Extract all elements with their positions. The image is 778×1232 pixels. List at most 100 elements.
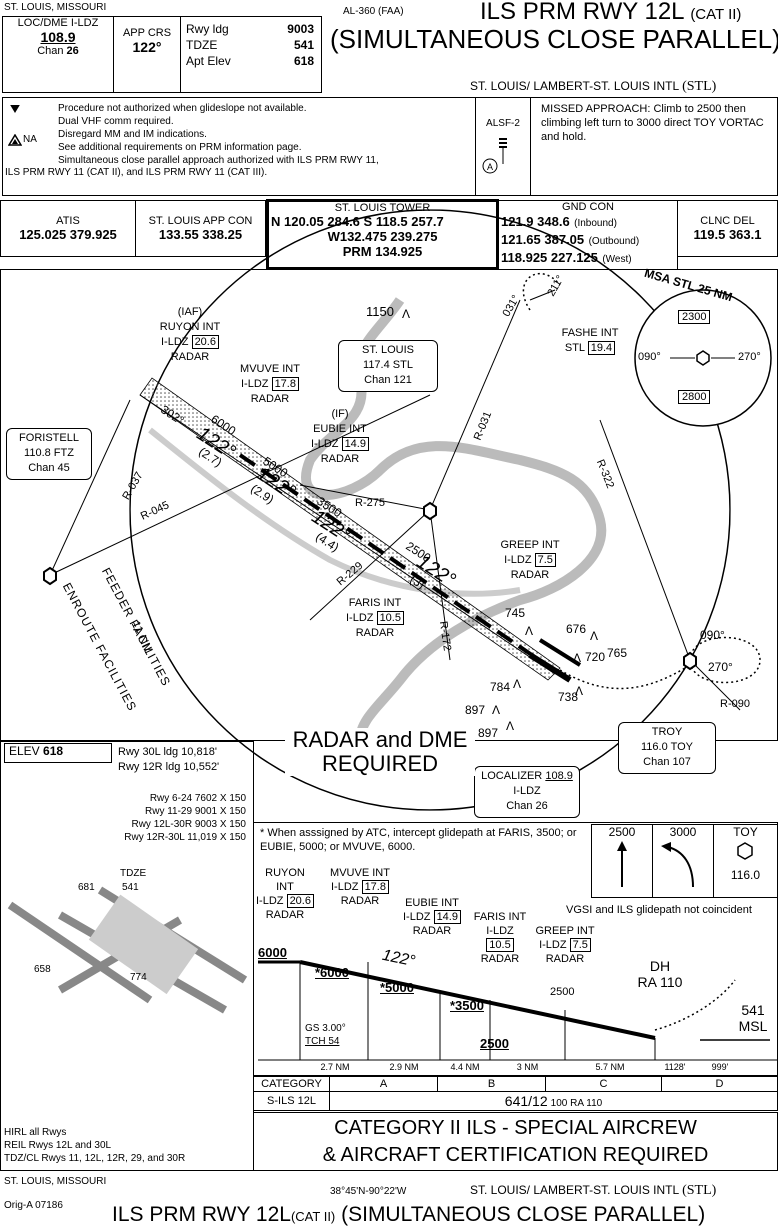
note-2: Dual VHF comm required. bbox=[58, 116, 174, 127]
prof-ruyon-dme-row: I-LDZ 20.6 bbox=[255, 894, 315, 908]
obs-745: 745 bbox=[505, 606, 526, 620]
profile-missed-path bbox=[654, 979, 736, 1031]
greep-name: GREEP INT bbox=[500, 539, 560, 551]
left-turn-icon bbox=[661, 842, 694, 888]
app-con-box: ST. LOUIS APP CON 133.55 338.25 bbox=[135, 200, 266, 257]
prof-alt-2500b: 2500 bbox=[550, 986, 575, 998]
rwy-1129: Rwy 11-29 9001 X 150 bbox=[145, 806, 246, 817]
gnd-l2: 121.65 387.05 (Outbound) bbox=[499, 231, 677, 249]
prof-dh: DH RA 110 bbox=[620, 958, 700, 990]
plan-loc-freq: 108.9 bbox=[545, 770, 573, 782]
fix-mvuve: MVUVE INT I-LDZ 17.8 RADAR bbox=[230, 362, 310, 407]
faris-dme: 10.5 bbox=[376, 611, 404, 625]
obs-784: 784 bbox=[490, 680, 511, 694]
radial-275 bbox=[299, 484, 431, 511]
tdze-value: 541 bbox=[293, 38, 314, 52]
apt-elev-label: Apt Elev bbox=[186, 54, 231, 68]
category-row: CATEGORY A B C D bbox=[253, 1076, 778, 1092]
greep-dme-row: I-LDZ 7.5 bbox=[490, 553, 570, 568]
prof-ra110: RA 110 bbox=[637, 974, 683, 990]
stl-freq: 117.4 STL bbox=[363, 359, 413, 371]
gnd-l1: 121.9 348.6 (Inbound) bbox=[499, 213, 677, 231]
elev-label: ELEV bbox=[9, 744, 40, 758]
prof-ruyon-dme: 20.6 bbox=[286, 894, 314, 908]
prof-faris-ildz: I-LDZ bbox=[486, 925, 514, 937]
airport-diagram bbox=[7, 886, 248, 1014]
sils-value: 641/12 bbox=[504, 1093, 548, 1109]
prof-ruyon-name: RUYON INT bbox=[265, 867, 305, 893]
mvuve-name: MVUVE INT bbox=[240, 363, 300, 375]
alsf-label: ALSF-2 bbox=[486, 118, 520, 129]
elev-box: ELEV 618 bbox=[4, 743, 112, 763]
prof-alt-6000b: *6000 bbox=[315, 965, 349, 980]
navaid-box-ftz: FORISTELL 110.8 FTZ Chan 45 bbox=[6, 428, 92, 480]
fix-faris: FARIS INT I-LDZ 10.5 RADAR bbox=[335, 596, 415, 641]
msa-090: 090° bbox=[638, 351, 661, 363]
prof-ruyon-ildz: I-LDZ bbox=[256, 895, 284, 907]
footer-title-main: ILS PRM RWY 12L bbox=[112, 1203, 291, 1226]
msa-2300: 2300 bbox=[678, 310, 711, 324]
obs-676: 676 bbox=[566, 622, 587, 636]
sils-label: S-ILS 12L bbox=[253, 1091, 330, 1111]
gnd-l3-freq: 118.925 227.125 bbox=[501, 250, 598, 265]
apt-elev-681: 681 bbox=[78, 882, 95, 893]
loc-row: LOCALIZER 108.9 bbox=[475, 769, 579, 784]
obstacle-1150-icon: Λ bbox=[402, 307, 410, 321]
gnd-l3-note: (West) bbox=[602, 254, 632, 265]
fix-fashe: FASHE INT STL 19.4 bbox=[555, 326, 625, 356]
missed-approach-box: MISSED APPROACH: Climb to 2500 then clim… bbox=[530, 97, 778, 196]
fashe-name: FASHE INT bbox=[561, 327, 619, 339]
prof-greep-radar: RADAR bbox=[545, 953, 585, 965]
atis-freq: 125.025 379.925 bbox=[19, 227, 117, 242]
radial-211 bbox=[529, 289, 556, 301]
header-location: ST. LOUIS, MISSOURI bbox=[4, 2, 107, 13]
greep-ildz: I-LDZ bbox=[504, 554, 532, 566]
prof-eubie: EUBIE INT I-LDZ 14.9 RADAR bbox=[398, 896, 466, 938]
prof-dist-29: 2.9 NM bbox=[389, 1062, 419, 1072]
chan-value: 26 bbox=[66, 45, 79, 57]
vortac-icon bbox=[737, 842, 753, 860]
note-3: Disregard MM and IM indications. bbox=[58, 129, 207, 140]
prof-mvuve-dme-row: I-LDZ 17.8 bbox=[330, 880, 390, 894]
prof-eubie-dme-row: I-LDZ 14.9 bbox=[398, 910, 466, 924]
app-con-label: ST. LOUIS APP CON bbox=[148, 215, 253, 227]
foristell-freq: 110.8 FTZ bbox=[24, 447, 74, 459]
navaid-box-loc: LOCALIZER 108.9 I-LDZ Chan 26 bbox=[474, 766, 580, 818]
category-label: CATEGORY bbox=[253, 1076, 330, 1092]
clnc-freq: 119.5 363.1 bbox=[693, 227, 762, 242]
rwy-ldg-value: 9003 bbox=[287, 22, 314, 36]
tower-w: W132.475 239.275 bbox=[327, 229, 438, 244]
mvuve-dme: 17.8 bbox=[271, 377, 299, 391]
loc-box: LOC/DME I-LDZ 108.9 Chan 26 bbox=[2, 16, 114, 93]
footer-coords: 38°45'N-90°22'W bbox=[330, 1186, 407, 1197]
r090-label: R-090 bbox=[720, 698, 750, 710]
runway-12l bbox=[528, 652, 572, 683]
obstacle-897b-icon: Λ bbox=[506, 719, 514, 733]
prof-dist-1128: 1128' bbox=[664, 1062, 686, 1072]
prof-eubie-name: EUBIE INT bbox=[405, 897, 459, 909]
faris-name: FARIS INT bbox=[348, 597, 402, 609]
ma-icon-toy-freq: 116.0 bbox=[730, 868, 761, 882]
mvuve-ildz: I-LDZ bbox=[241, 378, 269, 390]
category-a: A bbox=[328, 1076, 439, 1092]
ruyon-ildz: I-LDZ bbox=[161, 336, 189, 348]
clnc-label: CLNC DEL bbox=[700, 215, 755, 227]
vor-stl-icon bbox=[423, 501, 437, 521]
vor-ftz-icon bbox=[43, 566, 57, 586]
ruyon-dme-row: I-LDZ 20.6 bbox=[150, 335, 230, 350]
prof-alt-5000: *5000 bbox=[380, 980, 414, 995]
foristell-name: FORISTELL bbox=[19, 432, 79, 444]
profile-note: * When asssigned by ATC, intercept glide… bbox=[260, 827, 577, 853]
lights-tdz: TDZ/CL Rwys 11, 12L, 12R, 29, and 30R bbox=[4, 1153, 186, 1164]
prof-gs-tch: GS 3.00° TCH 54 bbox=[305, 1022, 346, 1048]
elev-value: 618 bbox=[43, 744, 64, 758]
terrain-triangle-icon bbox=[9, 103, 21, 113]
radial-037 bbox=[49, 399, 131, 576]
fix-eubie: (IF) EUBIE INT I-LDZ 14.9 RADAR bbox=[300, 407, 380, 467]
radial-172 bbox=[429, 509, 451, 661]
prof-greep-name: GREEP INT bbox=[535, 925, 595, 937]
ruyon-name: RUYON INT bbox=[159, 321, 221, 333]
apt-elev-value: 618 bbox=[293, 54, 314, 68]
prof-ruyon-radar: RADAR bbox=[265, 909, 305, 921]
